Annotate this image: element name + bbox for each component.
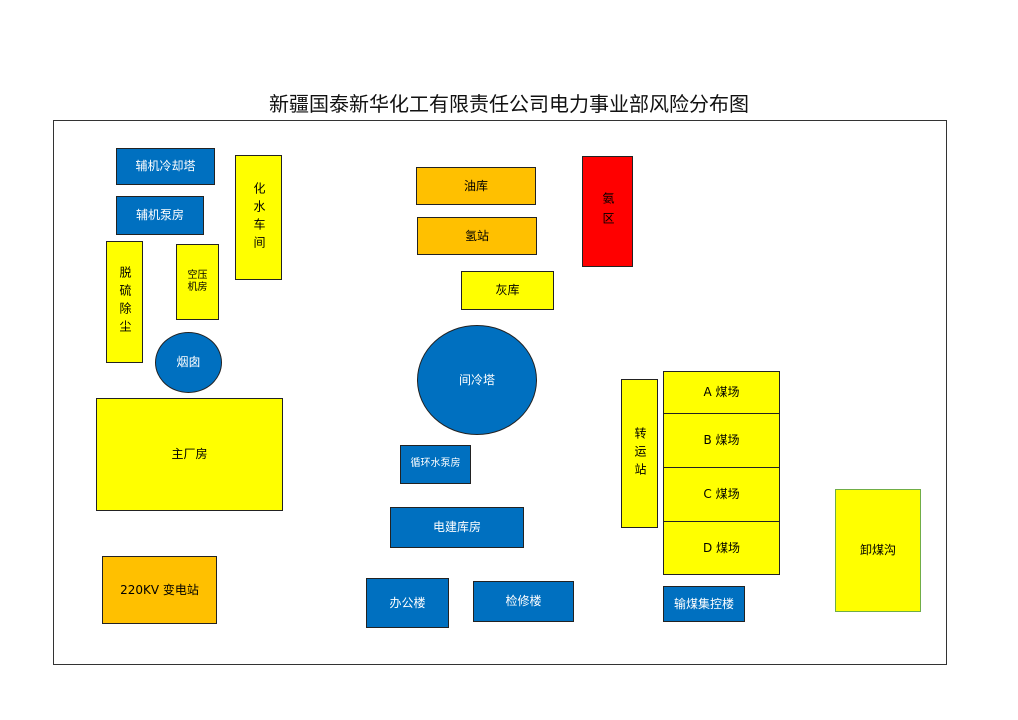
ammonia-area-label: 氨区	[601, 191, 615, 232]
coal-unloading-trench: 卸煤沟	[835, 489, 921, 612]
oil-depot: 油库	[416, 167, 536, 205]
site-boundary	[53, 120, 947, 665]
aux-cooling-tower: 辅机冷却塔	[116, 148, 215, 185]
aux-pump-house: 辅机泵房	[116, 196, 204, 235]
page-title: 新疆国泰新华化工有限责任公司电力事业部风险分布图	[269, 92, 749, 116]
chem-water-workshop: 化水车间	[235, 155, 282, 280]
maintenance-building: 检修楼	[473, 581, 574, 622]
coal-yard-d: D 煤场	[663, 521, 780, 575]
coal-yard-a: A 煤场	[663, 371, 780, 414]
coal-yard-b: B 煤场	[663, 413, 780, 468]
substation-220kv: 220KV 变电站	[102, 556, 217, 624]
desulfurization-dedusting: 脱硫除尘	[106, 241, 143, 363]
coal-conveying-control-building: 输煤集控楼	[663, 586, 745, 622]
circulating-water-pump-house: 循环水泵房	[400, 445, 471, 484]
office-building: 办公楼	[366, 578, 449, 628]
ash-depot: 灰库	[461, 271, 554, 310]
coal-yard-c: C 煤场	[663, 467, 780, 522]
main-plant: 主厂房	[96, 398, 283, 511]
air-compressor-house: 空压 机房	[176, 244, 219, 320]
hydrogen-station: 氢站	[417, 217, 537, 255]
transfer-station: 转运站	[621, 379, 658, 528]
ammonia-area: 氨区	[582, 156, 633, 267]
indirect-cooling-tower: 间冷塔	[417, 325, 537, 435]
electrical-warehouse: 电建库房	[390, 507, 524, 548]
chimney: 烟囱	[155, 332, 222, 393]
